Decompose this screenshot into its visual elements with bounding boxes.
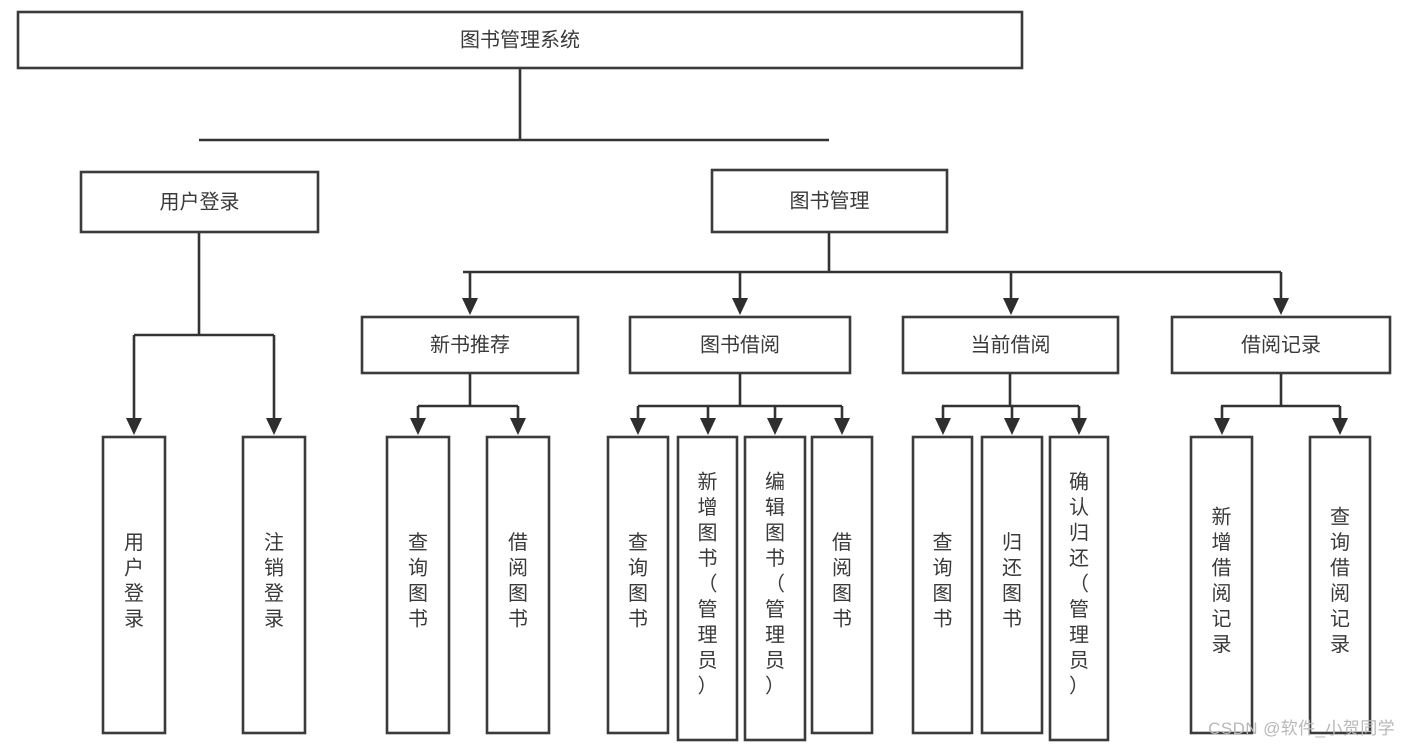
node-leaf-confirm-return-admin[interactable]: 确认归还（管理员） [1048, 435, 1110, 742]
node-box-leaf-user-login[interactable] [101, 435, 167, 735]
node-leaf-return-book[interactable]: 归还图书 [980, 435, 1044, 735]
node-box-new-book-recommend[interactable] [360, 315, 580, 375]
node-label-book-management: 图书管理 [790, 189, 870, 212]
node-box-book-borrow[interactable] [628, 315, 852, 375]
node-label-root: 图书管理系统 [460, 28, 580, 51]
node-label-borrow-record: 借阅记录 [1241, 333, 1321, 356]
node-box-leaf-add-book-admin[interactable] [676, 435, 739, 742]
node-box-leaf-confirm-return-admin[interactable] [1048, 435, 1110, 742]
node-label-leaf-add-borrow-record: 新增借阅记录 [1212, 505, 1232, 656]
node-box-leaf-borrow-book[interactable] [810, 435, 874, 735]
node-borrow-record[interactable]: 借阅记录 [1170, 315, 1392, 375]
node-leaf-user-login[interactable]: 用户登录 [101, 435, 167, 735]
node-label-leaf-confirm-return-admin: 确认归还（管理员） [1069, 471, 1089, 698]
connector-layer [126, 68, 1348, 435]
node-leaf-add-book-admin[interactable]: 新增图书（管理员） [676, 435, 739, 742]
node-box-leaf-return-book[interactable] [980, 435, 1044, 735]
node-leaf-borrow-book-recommend[interactable]: 借阅图书 [485, 435, 551, 735]
node-box-leaf-add-borrow-record[interactable] [1189, 435, 1254, 735]
node-leaf-borrow-book[interactable]: 借阅图书 [810, 435, 874, 735]
node-label-leaf-borrow-book-recommend: 借阅图书 [508, 531, 528, 631]
node-label-current-borrow: 当前借阅 [971, 333, 1051, 356]
node-box-leaf-logout[interactable] [241, 435, 307, 735]
connector-bus-borrow-record [1214, 373, 1348, 435]
node-leaf-logout[interactable]: 注销登录 [241, 435, 307, 735]
node-label-leaf-query-book-recommend: 查询图书 [408, 531, 428, 631]
node-label-leaf-query-borrow-record: 查询借阅记录 [1330, 505, 1350, 656]
node-box-borrow-record[interactable] [1170, 315, 1392, 375]
node-leaf-query-book-recommend[interactable]: 查询图书 [385, 435, 451, 735]
node-root[interactable]: 图书管理系统 [16, 10, 1024, 70]
node-label-leaf-user-login: 用户登录 [124, 532, 144, 631]
node-label-user-login: 用户登录 [160, 190, 240, 213]
node-leaf-query-borrow-record[interactable]: 查询借阅记录 [1308, 435, 1372, 735]
node-label-leaf-query-book-current: 查询图书 [933, 531, 953, 631]
node-label-leaf-borrow-book: 借阅图书 [832, 531, 852, 631]
node-leaf-query-book-current[interactable]: 查询图书 [911, 435, 974, 735]
node-layer: 图书管理系统用户登录图书管理新书推荐图书借阅当前借阅借阅记录用户登录注销登录查询… [16, 10, 1392, 742]
node-new-book-recommend[interactable]: 新书推荐 [360, 315, 580, 375]
connector-bus-book-borrow [630, 373, 850, 435]
node-box-leaf-borrow-book-recommend[interactable] [485, 435, 551, 735]
node-leaf-add-borrow-record[interactable]: 新增借阅记录 [1189, 435, 1254, 735]
connector-bus-current-borrow [935, 373, 1087, 435]
node-label-leaf-logout: 注销登录 [264, 531, 284, 631]
connector-bus-new-book-recommend [410, 373, 526, 435]
node-label-new-book-recommend: 新书推荐 [430, 333, 510, 356]
connector-bus-root [199, 68, 829, 142]
node-box-user-login[interactable] [79, 170, 320, 234]
node-label-leaf-add-book-admin: 新增图书（管理员） [698, 471, 718, 698]
node-box-leaf-edit-book-admin[interactable] [743, 435, 807, 742]
node-box-leaf-query-book-borrow[interactable] [606, 435, 670, 735]
node-box-current-borrow[interactable] [901, 315, 1120, 375]
node-book-borrow[interactable]: 图书借阅 [628, 315, 852, 375]
node-label-leaf-edit-book-admin: 编辑图书（管理员） [765, 471, 785, 698]
node-box-leaf-query-borrow-record[interactable] [1308, 435, 1372, 735]
node-label-book-borrow: 图书借阅 [700, 333, 780, 356]
node-leaf-query-book-borrow[interactable]: 查询图书 [606, 435, 670, 735]
node-book-management[interactable]: 图书管理 [710, 168, 949, 234]
node-box-leaf-query-book-recommend[interactable] [385, 435, 451, 735]
connector-bus-user-login [126, 232, 282, 435]
node-box-root[interactable] [16, 10, 1024, 70]
node-box-leaf-query-book-current[interactable] [911, 435, 974, 735]
node-label-leaf-query-book-borrow: 查询图书 [628, 531, 648, 631]
node-user-login[interactable]: 用户登录 [79, 170, 320, 234]
node-current-borrow[interactable]: 当前借阅 [901, 315, 1120, 375]
node-box-book-management[interactable] [710, 168, 949, 234]
node-label-leaf-return-book: 归还图书 [1002, 531, 1022, 631]
node-leaf-edit-book-admin[interactable]: 编辑图书（管理员） [743, 435, 807, 742]
connector-bus-book-management [462, 232, 1289, 315]
